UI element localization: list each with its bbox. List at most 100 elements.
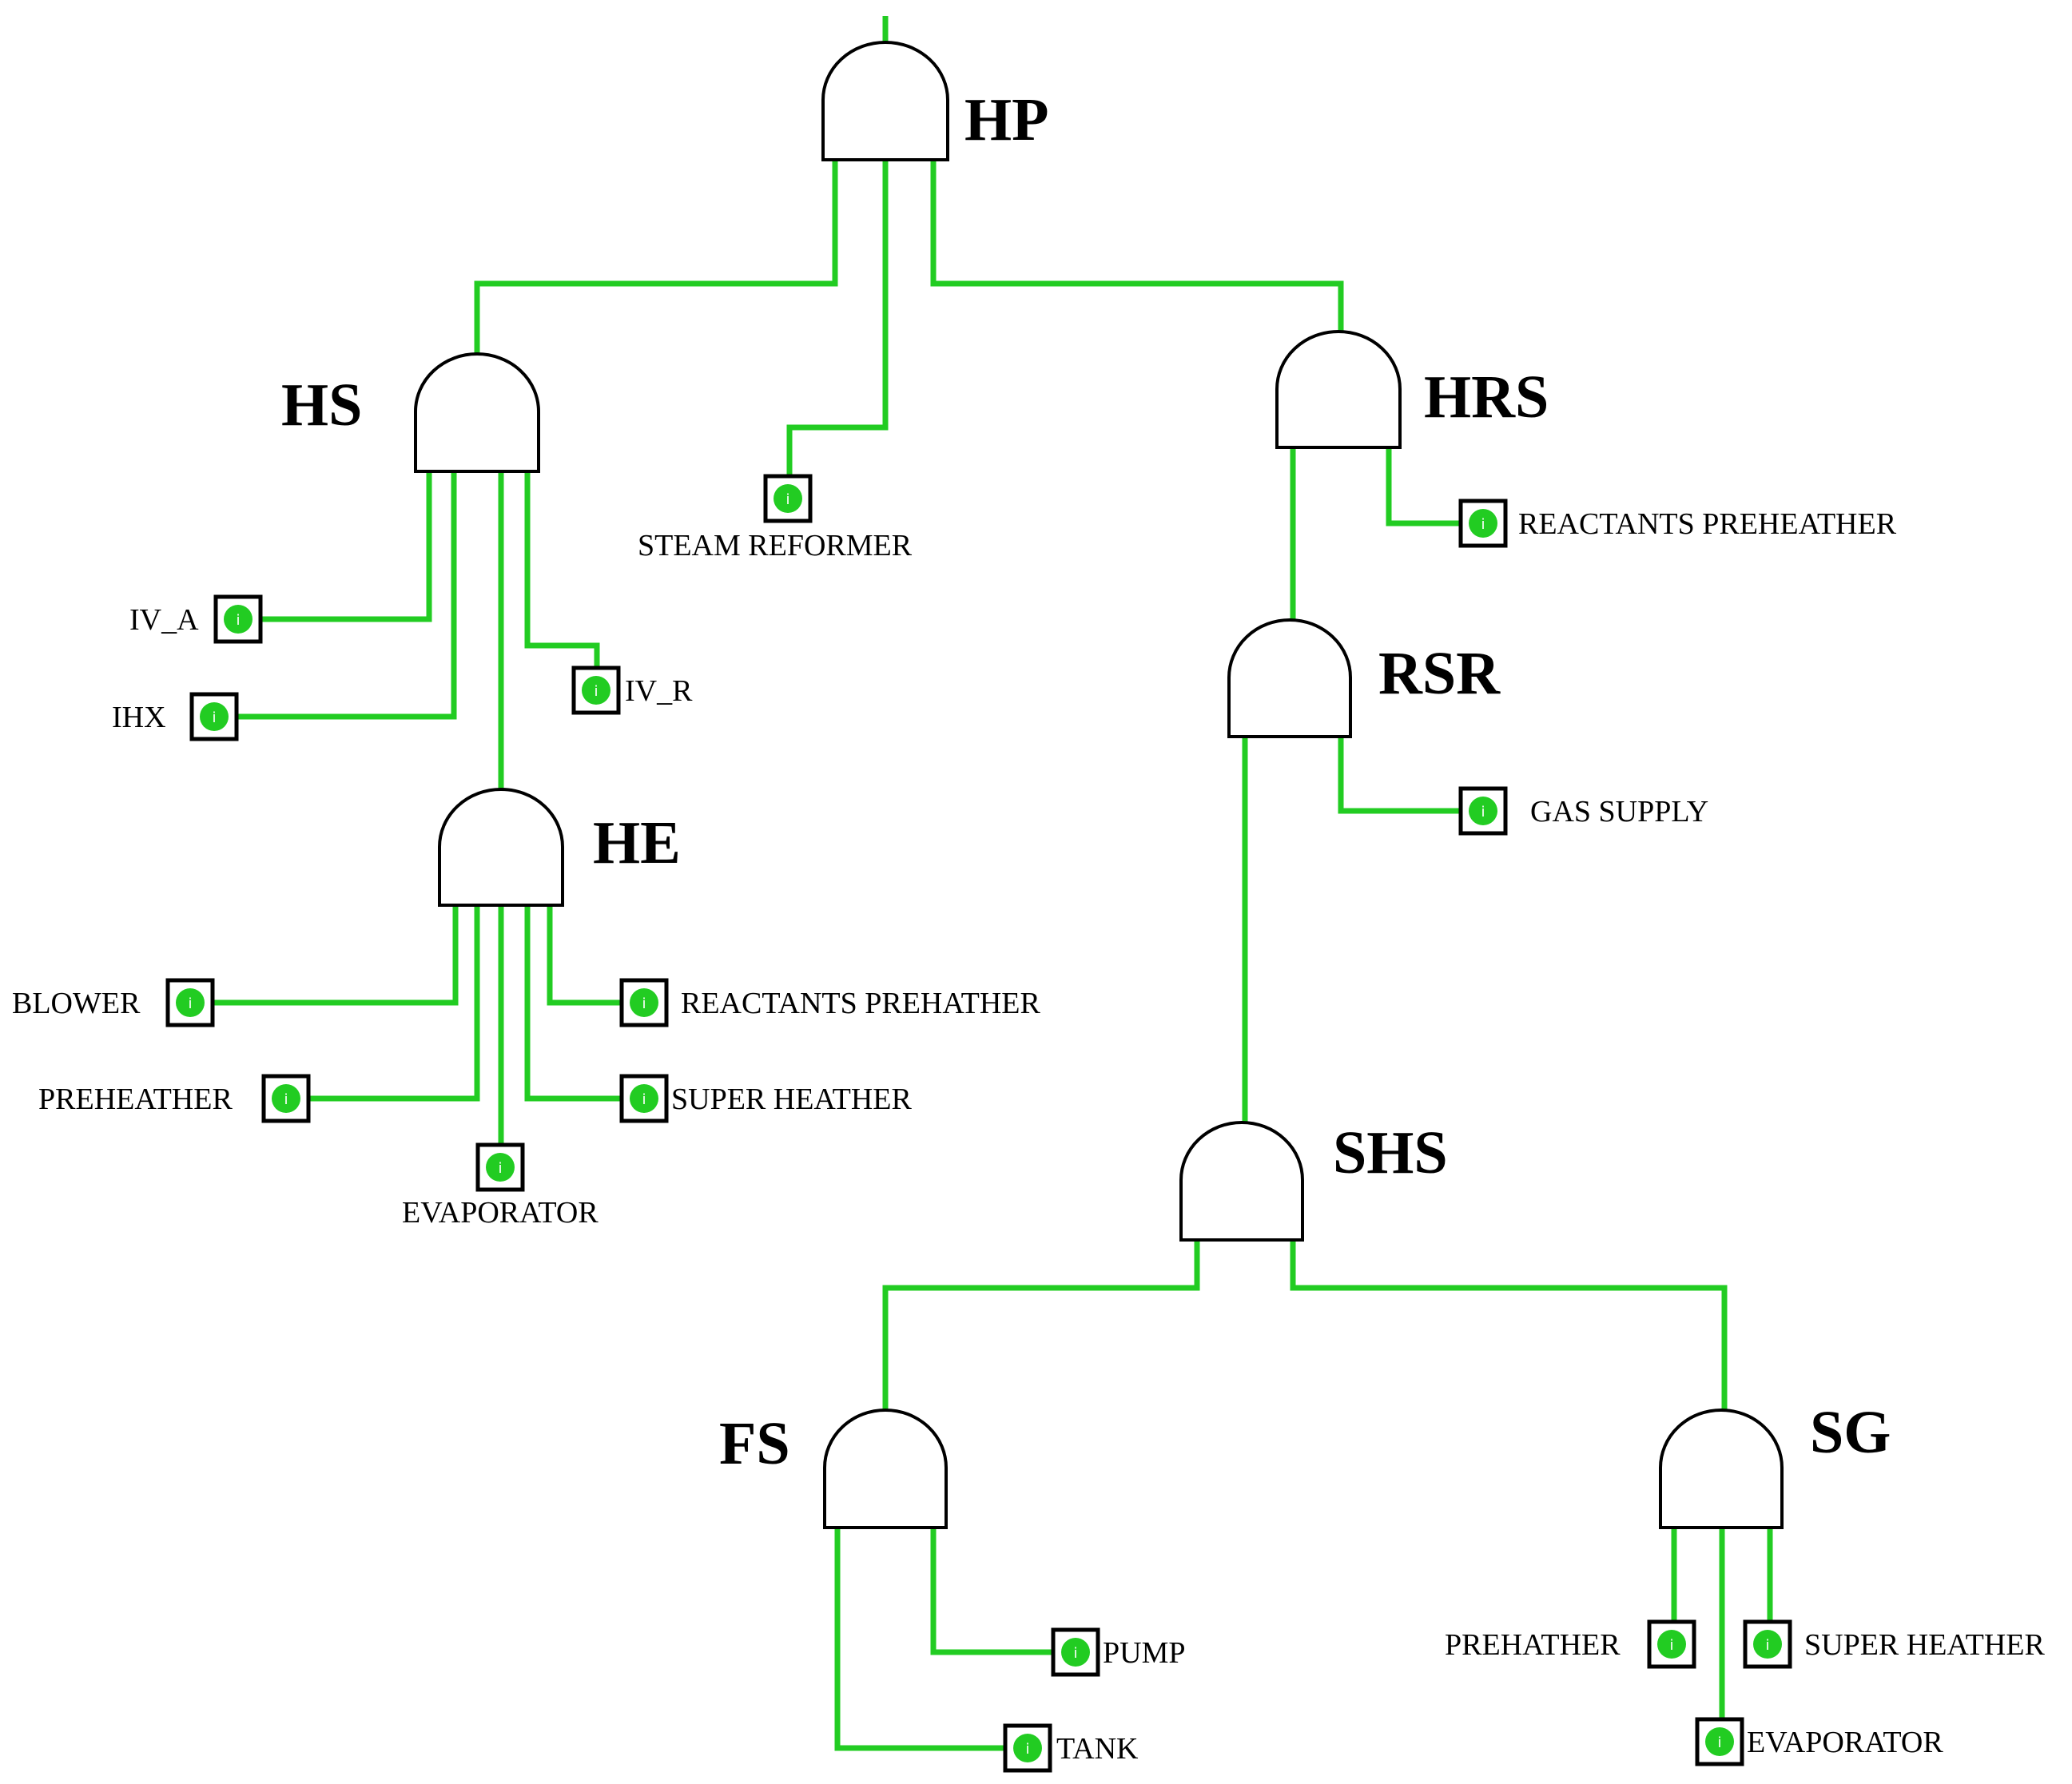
basic-event-icon [176, 988, 205, 1017]
basic-event-hrs-reactants-preheather[interactable]: i REACTANTS PREHEATHER [1458, 499, 1897, 548]
basic-event-label: REACTANTS PREHEATHER [1518, 507, 1897, 541]
and-gate-hs[interactable]: HS [281, 352, 540, 473]
wire-fs-tank [834, 1528, 1011, 1751]
basic-event-ihx[interactable]: i IHX [112, 692, 239, 741]
basic-event-pump[interactable]: i PUMP [1051, 1627, 1186, 1677]
basic-event-iv-r[interactable]: i IV_R [571, 666, 693, 715]
wire-shs-sg [1290, 1240, 1728, 1410]
basic-event-marker: i [498, 1160, 502, 1177]
wire-hs-iv-a [260, 471, 432, 622]
basic-event-label: SUPER HEATHER [1804, 1628, 2046, 1662]
and-gate-hrs[interactable]: HRS [1275, 330, 1549, 449]
basic-event-icon [774, 484, 802, 513]
basic-event-he-evaporator[interactable]: i EVAPORATOR [402, 1142, 599, 1230]
basic-event-marker: i [1765, 1637, 1769, 1654]
basic-event-steam-reformer[interactable]: i STEAM REFORMER [638, 474, 913, 562]
basic-event-marker: i [785, 491, 789, 508]
basic-event-gas-supply[interactable]: i GAS SUPPLY [1458, 786, 1708, 836]
basic-event-label: IHX [112, 701, 166, 734]
basic-event-icon [1753, 1630, 1782, 1659]
basic-event-icon [272, 1084, 300, 1113]
basic-event-label: PUMP [1103, 1636, 1186, 1670]
basic-event-icon [486, 1153, 515, 1182]
wire-he-reactants-prehather [547, 905, 627, 1006]
basic-event-icon [630, 988, 658, 1017]
basic-event-label: TANK [1056, 1732, 1139, 1766]
basic-event-marker: i [642, 995, 646, 1012]
and-gate-icon [438, 788, 564, 907]
wire-hs-ihx [236, 471, 457, 720]
wire-rsr-gas-supply [1338, 737, 1466, 814]
basic-event-label: EVAPORATOR [402, 1196, 599, 1230]
basic-event-icon [1061, 1638, 1090, 1667]
basic-event-marker: i [188, 995, 192, 1012]
and-gate-icon [821, 41, 949, 161]
basic-event-icon [1013, 1734, 1042, 1762]
basic-event-iv-a[interactable]: i IV_A [129, 594, 263, 644]
gate-label: HE [593, 809, 681, 876]
basic-event-label: IV_A [129, 603, 199, 637]
wire-he-preheather [306, 905, 480, 1102]
basic-event-box [1695, 1717, 1744, 1766]
basic-event-icon [1657, 1630, 1686, 1659]
gate-label: RSR [1378, 640, 1501, 707]
and-gate-shs[interactable]: SHS [1179, 1119, 1448, 1242]
basic-event-blower[interactable]: i BLOWER [12, 978, 215, 1027]
gate-label: HP [964, 86, 1049, 153]
basic-event-marker: i [284, 1091, 288, 1108]
basic-event-he-reactants-prehather[interactable]: i REACTANTS PREHATHER [619, 978, 1040, 1027]
wire-hp-hs [474, 160, 838, 358]
basic-event-marker: i [1717, 1734, 1721, 1751]
basic-event-icon [224, 605, 253, 634]
gate-label: FS [719, 1410, 790, 1477]
wire-hs-iv-r [524, 471, 600, 671]
basic-event-label: GAS SUPPLY [1530, 795, 1708, 828]
and-gate-icon [1659, 1409, 1784, 1529]
and-gate-fs[interactable]: FS [719, 1409, 948, 1529]
basic-event-marker: i [1025, 1741, 1029, 1758]
gate-label: SG [1810, 1399, 1891, 1466]
basic-event-box [165, 978, 215, 1027]
basic-event-tank[interactable]: i TANK [1003, 1723, 1139, 1773]
basic-event-marker: i [1481, 516, 1485, 533]
basic-event-label: PREHEATHER [38, 1083, 233, 1116]
and-gate-icon [1275, 330, 1402, 449]
wire-shs-fs [882, 1240, 1200, 1410]
wire-hrs-reactants-preheather [1386, 447, 1466, 526]
basic-event-marker: i [594, 683, 598, 700]
basic-event-icon [630, 1084, 658, 1113]
wire-hp-steam-reformer [786, 160, 889, 479]
and-gate-rsr[interactable]: RSR [1227, 618, 1501, 738]
basic-event-icon [1469, 509, 1497, 538]
and-gate-sg[interactable]: SG [1659, 1399, 1891, 1529]
basic-event-label: STEAM REFORMER [638, 529, 913, 562]
basic-event-label: EVAPORATOR [1747, 1726, 1943, 1759]
connection-wires [212, 16, 1773, 1751]
basic-event-sg-evaporator[interactable]: i EVAPORATOR [1695, 1717, 1943, 1766]
basic-event-he-super-heather[interactable]: i SUPER HEATHER [619, 1074, 913, 1123]
basic-event-box [475, 1142, 525, 1192]
and-gate-icon [1179, 1121, 1304, 1242]
basic-event-icon [1705, 1727, 1734, 1756]
and-gate-icon [823, 1409, 948, 1529]
and-gate-hp[interactable]: HP [821, 41, 1049, 161]
wire-he-blower [212, 905, 459, 1006]
basic-event-icon [200, 702, 229, 731]
basic-event-label: PREHATHER [1445, 1628, 1621, 1662]
and-gate-he[interactable]: HE [438, 788, 681, 907]
wire-hp-hrs [930, 160, 1344, 334]
basic-event-icon [1469, 797, 1497, 825]
gate-label: SHS [1333, 1119, 1448, 1186]
basic-event-he-preheather[interactable]: i PREHEATHER [38, 1074, 311, 1123]
basic-event-label: IV_R [625, 674, 693, 708]
wire-he-super-heather [524, 905, 627, 1102]
basic-event-sg-super-heather[interactable]: i SUPER HEATHER [1743, 1619, 2046, 1669]
basic-event-box [619, 978, 669, 1027]
gate-label: HS [281, 372, 362, 439]
basic-event-sg-prehather[interactable]: i PREHATHER [1445, 1619, 1696, 1669]
basic-event-label: SUPER HEATHER [671, 1083, 913, 1116]
wire-fs-pump [930, 1528, 1059, 1655]
basic-event-marker: i [1073, 1645, 1077, 1662]
basic-event-label: REACTANTS PREHATHER [681, 987, 1040, 1020]
